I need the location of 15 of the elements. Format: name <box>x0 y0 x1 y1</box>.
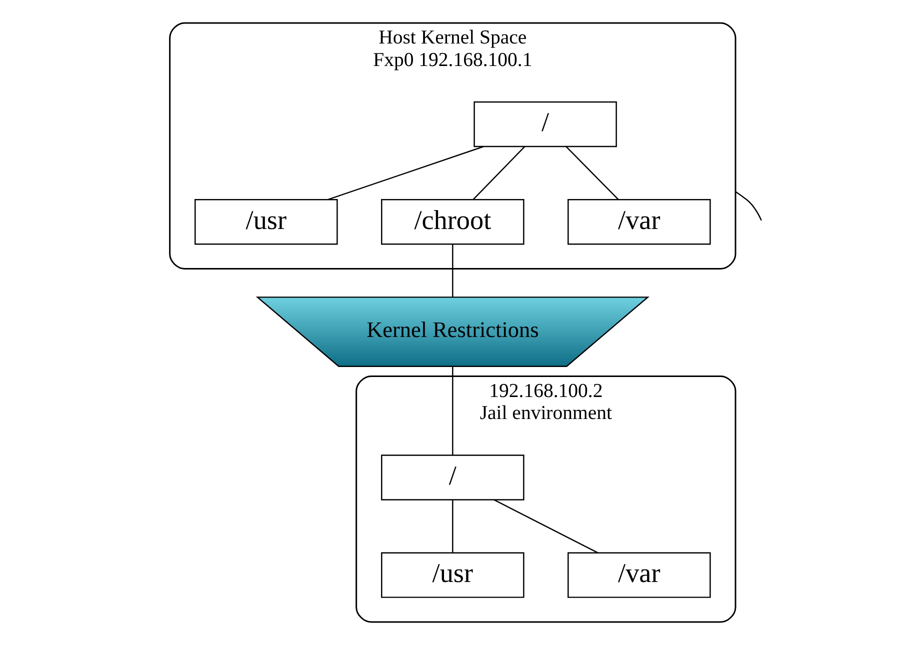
connector <box>493 499 598 554</box>
connector <box>565 146 618 200</box>
node-box: / <box>473 101 616 148</box>
node-box: / <box>380 454 524 500</box>
node-box: /usr <box>380 552 524 598</box>
connector <box>327 146 484 200</box>
node-box: /chroot <box>380 198 524 245</box>
connector <box>452 366 453 455</box>
connector <box>452 500 453 553</box>
connector <box>452 244 453 298</box>
node-box: /var <box>567 198 710 245</box>
node-box: /var <box>567 552 710 598</box>
connector <box>734 191 762 221</box>
connector <box>472 146 525 200</box>
node-box: /usr <box>194 198 338 245</box>
